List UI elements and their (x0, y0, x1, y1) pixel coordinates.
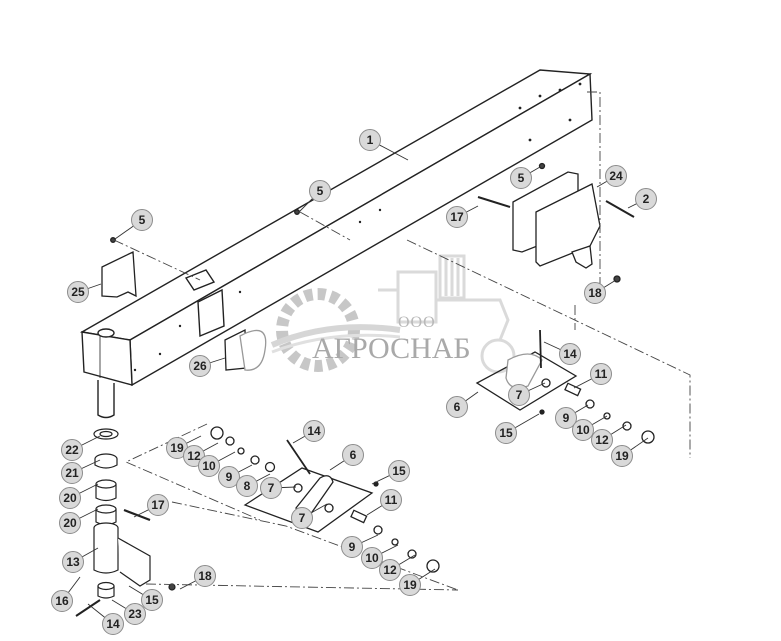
callout-part-5[interactable]: 5 (510, 167, 532, 189)
callout-part-12[interactable]: 12 (379, 559, 401, 581)
callout-part-11[interactable]: 11 (590, 363, 612, 385)
callout-part-5[interactable]: 5 (309, 180, 331, 202)
callout-part-8[interactable]: 8 (236, 475, 258, 497)
callout-part-16[interactable]: 16 (51, 590, 73, 612)
callout-part-23[interactable]: 23 (124, 603, 146, 625)
callout-part-24[interactable]: 24 (605, 165, 627, 187)
callout-part-9[interactable]: 9 (341, 536, 363, 558)
callout-part-14[interactable]: 14 (102, 613, 124, 635)
callout-part-20[interactable]: 20 (59, 487, 81, 509)
callout-part-7[interactable]: 7 (508, 384, 530, 406)
callout-part-1[interactable]: 1 (359, 129, 381, 151)
callout-part-14[interactable]: 14 (559, 343, 581, 365)
callout-part-6[interactable]: 6 (446, 396, 468, 418)
callout-part-17[interactable]: 17 (147, 494, 169, 516)
callout-part-26[interactable]: 26 (189, 355, 211, 377)
callout-part-22[interactable]: 22 (61, 439, 83, 461)
callout-part-5[interactable]: 5 (131, 209, 153, 231)
callout-part-10[interactable]: 10 (198, 455, 220, 477)
callout-part-2[interactable]: 2 (635, 188, 657, 210)
callout-part-15[interactable]: 15 (141, 589, 163, 611)
callout-part-12[interactable]: 12 (591, 429, 613, 451)
left-plates (101, 209, 300, 371)
callout-part-18[interactable]: 18 (584, 282, 606, 304)
callout-part-10[interactable]: 10 (572, 419, 594, 441)
callout-part-19[interactable]: 19 (166, 437, 188, 459)
callout-part-17[interactable]: 17 (446, 206, 468, 228)
callout-part-15[interactable]: 15 (388, 460, 410, 482)
pivot-stack (75, 428, 176, 617)
callout-part-10[interactable]: 10 (361, 547, 383, 569)
callout-part-19[interactable]: 19 (611, 445, 633, 467)
callout-part-18[interactable]: 18 (194, 565, 216, 587)
callout-part-19[interactable]: 19 (399, 574, 421, 596)
callout-part-7[interactable]: 7 (260, 477, 282, 499)
callout-part-15[interactable]: 15 (495, 422, 517, 444)
callout-part-9[interactable]: 9 (555, 407, 577, 429)
callout-part-13[interactable]: 13 (62, 551, 84, 573)
main-beam (79, 69, 593, 419)
callout-part-6[interactable]: 6 (342, 444, 364, 466)
callout-part-20[interactable]: 20 (59, 512, 81, 534)
callout-part-11[interactable]: 11 (380, 489, 402, 511)
right-bracket-assembly (477, 162, 635, 283)
link-assembly-center (210, 426, 440, 573)
callout-part-7[interactable]: 7 (291, 507, 313, 529)
callout-part-14[interactable]: 14 (303, 420, 325, 442)
callout-part-25[interactable]: 25 (67, 281, 89, 303)
callout-part-21[interactable]: 21 (61, 462, 83, 484)
